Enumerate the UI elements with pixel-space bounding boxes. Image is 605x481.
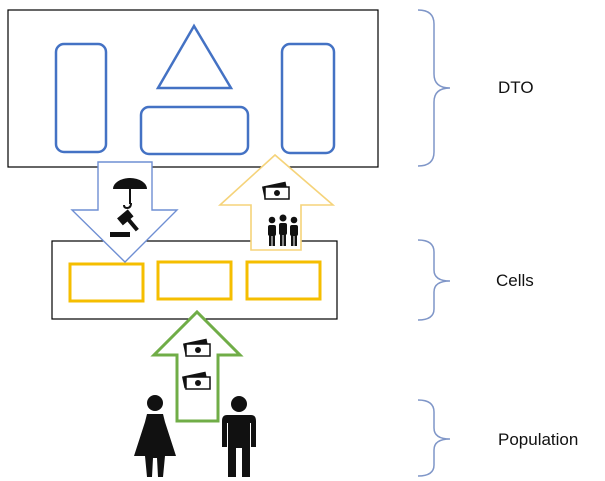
arrow-cells-to-dto (217, 153, 336, 251)
umbrella-icon (113, 178, 147, 210)
dto-shape-wide-rect (139, 105, 250, 156)
man-icon (222, 396, 256, 477)
money-icon (182, 371, 211, 390)
population-label: Population (498, 430, 579, 449)
arrow-dto-to-cells (70, 161, 179, 263)
dto-shape-triangle (155, 23, 234, 90)
arrow-population-to-cells (150, 309, 244, 423)
dto-brace (417, 9, 451, 167)
money-icon (183, 338, 211, 357)
people-group-icon (268, 214, 298, 246)
cell-3 (245, 260, 322, 301)
population-brace (417, 399, 451, 477)
cell-1 (68, 262, 145, 303)
cells-brace (417, 239, 451, 321)
dto-shape-right-rect (280, 42, 336, 155)
cells-box (51, 240, 338, 320)
money-icon (262, 181, 290, 200)
cells-label: Cells (496, 271, 534, 290)
dto-shape-left-rect (54, 42, 108, 154)
dto-label: DTO (498, 78, 534, 97)
cell-2 (156, 260, 233, 301)
woman-icon (134, 395, 176, 477)
gavel-icon (110, 209, 139, 237)
